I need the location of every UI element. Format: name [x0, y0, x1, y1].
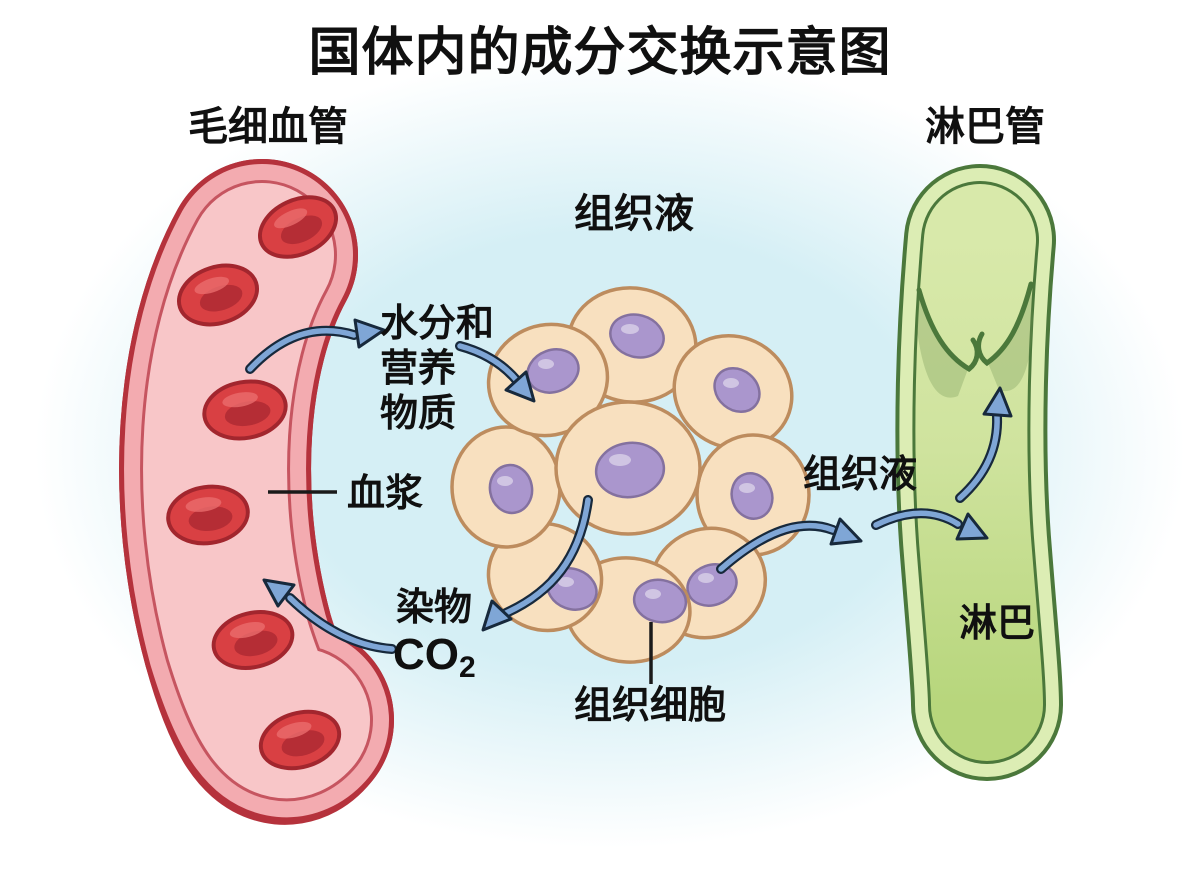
red-blood-cell — [258, 709, 342, 771]
flow-arrows — [245, 318, 1013, 654]
red-blood-cell — [166, 484, 250, 546]
red-blood-cell — [257, 195, 339, 259]
lymph-lumen — [915, 184, 1043, 761]
tissue-cell — [695, 433, 811, 557]
tissue-cell — [450, 425, 562, 549]
plasma-label: 血浆 — [347, 473, 423, 515]
water-nutrients-label-line2: 营养 — [380, 348, 456, 390]
tissue-fluid-top-label: 组织液 — [574, 192, 694, 236]
water-nutrients-label-line1: 水分和 — [380, 303, 494, 345]
valve-flap-right — [976, 281, 1034, 367]
arrow-capillary-to-tissue — [245, 318, 386, 374]
tissue-cell — [672, 333, 794, 451]
tissue-fluid-right-label: 组织液 — [803, 454, 917, 496]
water-nutrients-label-line3: 物质 — [380, 393, 456, 435]
capillary-vessel — [119, 159, 394, 824]
diagram-title: 国体内的成分交换示意图 — [308, 24, 891, 82]
tissue-cells-label: 组织细胞 — [574, 685, 726, 727]
arrow-nutrients-into-cells — [455, 341, 536, 403]
arrow-waste-into-capillary — [262, 578, 397, 654]
tissue-cell-center — [554, 400, 702, 536]
arrow-cells-to-tissue-fluid — [716, 517, 863, 574]
co2-label: CO2 — [393, 630, 476, 684]
capillary-label: 毛细血管 — [188, 105, 348, 149]
red-blood-cell — [202, 379, 288, 441]
valve-shadow-right — [988, 286, 1033, 392]
capillary-lumen — [143, 183, 370, 799]
arrow-tissue-fluid-into-lymph — [871, 508, 989, 541]
red-blood-cell — [211, 610, 295, 670]
lymph-vessel-label: 淋巴管 — [925, 105, 1045, 149]
lymph-label: 淋巴 — [959, 603, 1035, 645]
arrow-cells-to-waste — [481, 495, 593, 632]
arrow-lymph-upward — [955, 386, 1013, 503]
red-blood-cell — [176, 263, 260, 327]
lymph-vessel — [895, 164, 1063, 781]
waste-label: 染物 — [396, 587, 472, 629]
